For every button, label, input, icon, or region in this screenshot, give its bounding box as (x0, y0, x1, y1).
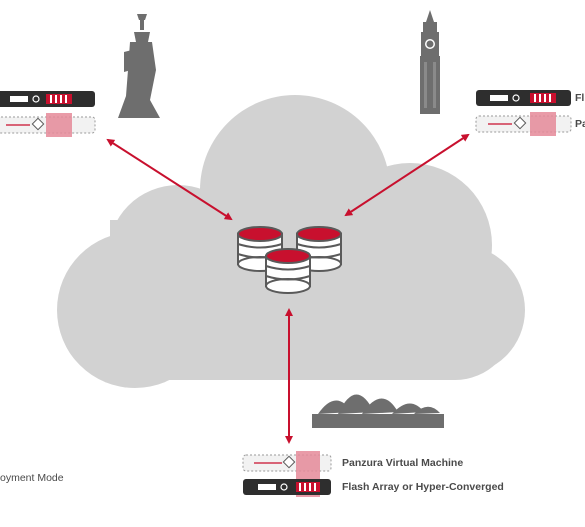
flash-array-device-icon (243, 479, 331, 495)
database-front (265, 248, 311, 294)
bottom-device-stack (242, 451, 332, 497)
sydney-opera-house-icon (312, 394, 444, 428)
label-left-mode-partial: oyment Mode (0, 472, 64, 484)
label-right-vm-partial: Pa (575, 118, 585, 130)
database-cluster-icon (237, 226, 342, 294)
arrow-right-to-center (344, 133, 470, 217)
label-flash-array: Flash Array or Hyper-Converged (342, 481, 504, 493)
panzura-vm-icon (475, 112, 572, 136)
big-ben-icon (420, 10, 440, 114)
cloud-shape (57, 95, 525, 388)
label-panzura-vm: Panzura Virtual Machine (342, 457, 464, 469)
statue-of-liberty-icon (118, 14, 160, 118)
right-device-stack (475, 90, 572, 136)
label-right-array-partial: Fl (575, 92, 585, 104)
flash-array-device-icon (0, 91, 95, 107)
panzura-vm-icon (0, 113, 96, 137)
left-device-stack (0, 91, 96, 137)
arrow-left-to-center (106, 138, 233, 221)
flash-array-device-icon (476, 90, 571, 106)
